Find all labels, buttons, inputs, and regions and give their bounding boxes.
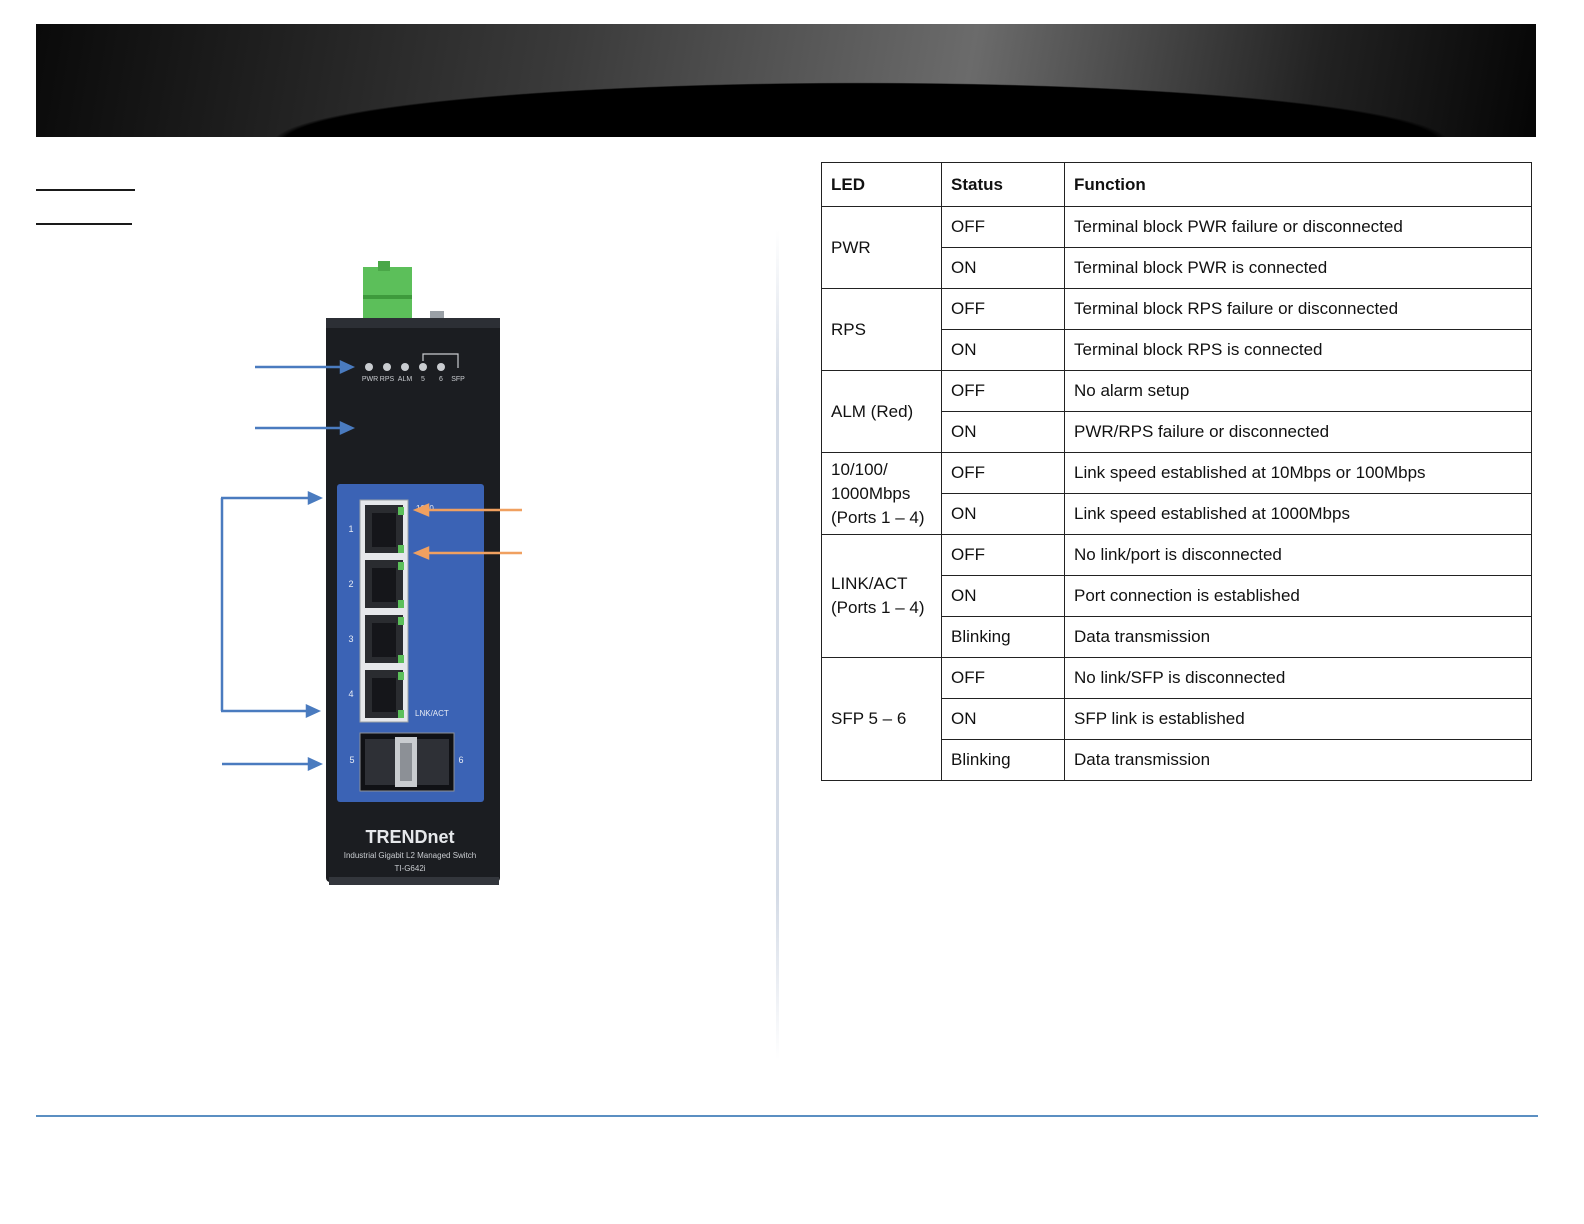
function-cell: Terminal block PWR is connected [1064,247,1532,289]
rj45-port [365,560,404,608]
led-label: RPS [380,376,395,383]
led-cell: SFP 5 – 6 [821,657,942,781]
function-cell: Data transmission [1064,616,1532,658]
led-label: PWR [362,376,378,383]
function-cell: No link/port is disconnected [1064,534,1532,576]
led-cell: PWR [821,206,942,289]
function-cell: Terminal block RPS is connected [1064,329,1532,371]
table-row: Blinking Data transmission [822,739,1532,781]
led-label: 5 [421,376,425,383]
table-header-row: LED Status Function [821,162,1532,207]
status-cell: ON [941,247,1065,289]
status-cell: ON [941,698,1065,740]
status-cell: OFF [941,452,1065,494]
header-banner [36,24,1536,137]
function-cell: PWR/RPS failure or disconnected [1064,411,1532,453]
table-row: 10/100/ 1000Mbps (Ports 1 – 4) OFF Link … [821,452,1532,535]
rps-led [383,363,391,371]
table-row: ALM (Red) OFF No alarm setup [821,370,1532,453]
heading-rule [36,189,135,191]
orange-callout-arrows [412,503,522,560]
sfp6-led [437,363,445,371]
led-label: SFP [451,376,465,383]
function-cell: No alarm setup [1064,370,1532,412]
table-row: Blinking Data transmission [822,616,1532,658]
port-number: 4 [348,689,353,699]
table-row: ON SFP link is established [822,698,1532,740]
rj45-port [365,615,404,663]
status-cell: OFF [941,534,1065,576]
table-row: ON Terminal block RPS is connected [822,329,1532,371]
port-number: 2 [348,579,353,589]
status-cell: ON [941,493,1065,535]
function-cell: SFP link is established [1064,698,1532,740]
sfp-number: 5 [349,755,354,765]
rj45-port [365,505,404,553]
function-cell: Terminal block RPS failure or disconnect… [1064,288,1532,330]
led-status-table: LED Status Function PWR OFF Terminal blo… [821,162,1532,781]
sfp-number: 6 [458,755,463,765]
table-row: ON PWR/RPS failure or disconnected [822,411,1532,453]
status-cell: OFF [941,206,1065,248]
table-row: RPS OFF Terminal block RPS failure or di… [821,288,1532,371]
led-cell: 10/100/ 1000Mbps (Ports 1 – 4) [821,452,942,535]
brand-logo: TRENDnet [366,827,455,847]
function-cell: Port connection is established [1064,575,1532,617]
alm-led [401,363,409,371]
port-number: 1 [348,524,353,534]
device-model: TI-G642i [394,864,425,873]
status-cell: OFF [941,370,1065,412]
led-indicators: PWR RPS ALM 5 6 SFP [362,353,465,383]
header-led: LED [821,162,942,207]
blue-callout-arrows [220,360,356,771]
table-row: LINK/ACT (Ports 1 – 4) OFF No link/port … [821,534,1532,658]
led-cell: LINK/ACT (Ports 1 – 4) [821,534,942,658]
led-cell-line: (Ports 1 – 4) [831,507,925,527]
led-cell: RPS [821,288,942,371]
terminal-block [363,261,412,325]
function-cell: Link speed established at 1000Mbps [1064,493,1532,535]
switch-front-panel-illustration: PWR RPS ALM 5 6 SFP [220,261,522,885]
status-cell: ON [941,411,1065,453]
port-number: 3 [348,634,353,644]
footer-rule [36,1115,1538,1117]
sfp5-led [419,363,427,371]
header-function: Function [1064,162,1532,207]
function-cell: Data transmission [1064,739,1532,781]
header-status: Status [941,162,1065,207]
led-label: ALM [398,376,413,383]
table-row: SFP 5 – 6 OFF No link/SFP is disconnecte… [821,657,1532,781]
heading-rule [36,223,132,225]
led-cell: ALM (Red) [821,370,942,453]
function-cell: No link/SFP is disconnected [1064,657,1532,699]
status-cell: ON [941,575,1065,617]
led-cell-line: LINK/ACT [831,574,908,593]
sfp-slots: 5 6 [349,732,464,792]
rj45-ports: 1 2 3 4 1000 LNK/ACT [348,499,449,723]
led-cell-line: (Ports 1 – 4) [831,598,925,617]
status-cell: OFF [941,657,1065,699]
status-cell: ON [941,329,1065,371]
device-subtitle: Industrial Gigabit L2 Managed Switch [344,851,477,860]
function-cell: Link speed established at 10Mbps or 100M… [1064,452,1532,494]
status-cell: Blinking [941,739,1065,781]
link-led-label: LNK/ACT [415,709,449,718]
table-row: ON Link speed established at 1000Mbps [822,493,1532,535]
column-divider [776,230,779,1060]
led-cell-line: 10/100/ [831,459,888,479]
led-cell-line: 1000Mbps [831,483,911,503]
rj45-port [365,670,404,718]
status-cell: OFF [941,288,1065,330]
status-cell: Blinking [941,616,1065,658]
function-cell: Terminal block PWR failure or disconnect… [1064,206,1532,248]
led-label: 6 [439,376,443,383]
pwr-led [365,363,373,371]
table-row: PWR OFF Terminal block PWR failure or di… [821,206,1532,289]
table-row: ON Terminal block PWR is connected [822,247,1532,289]
